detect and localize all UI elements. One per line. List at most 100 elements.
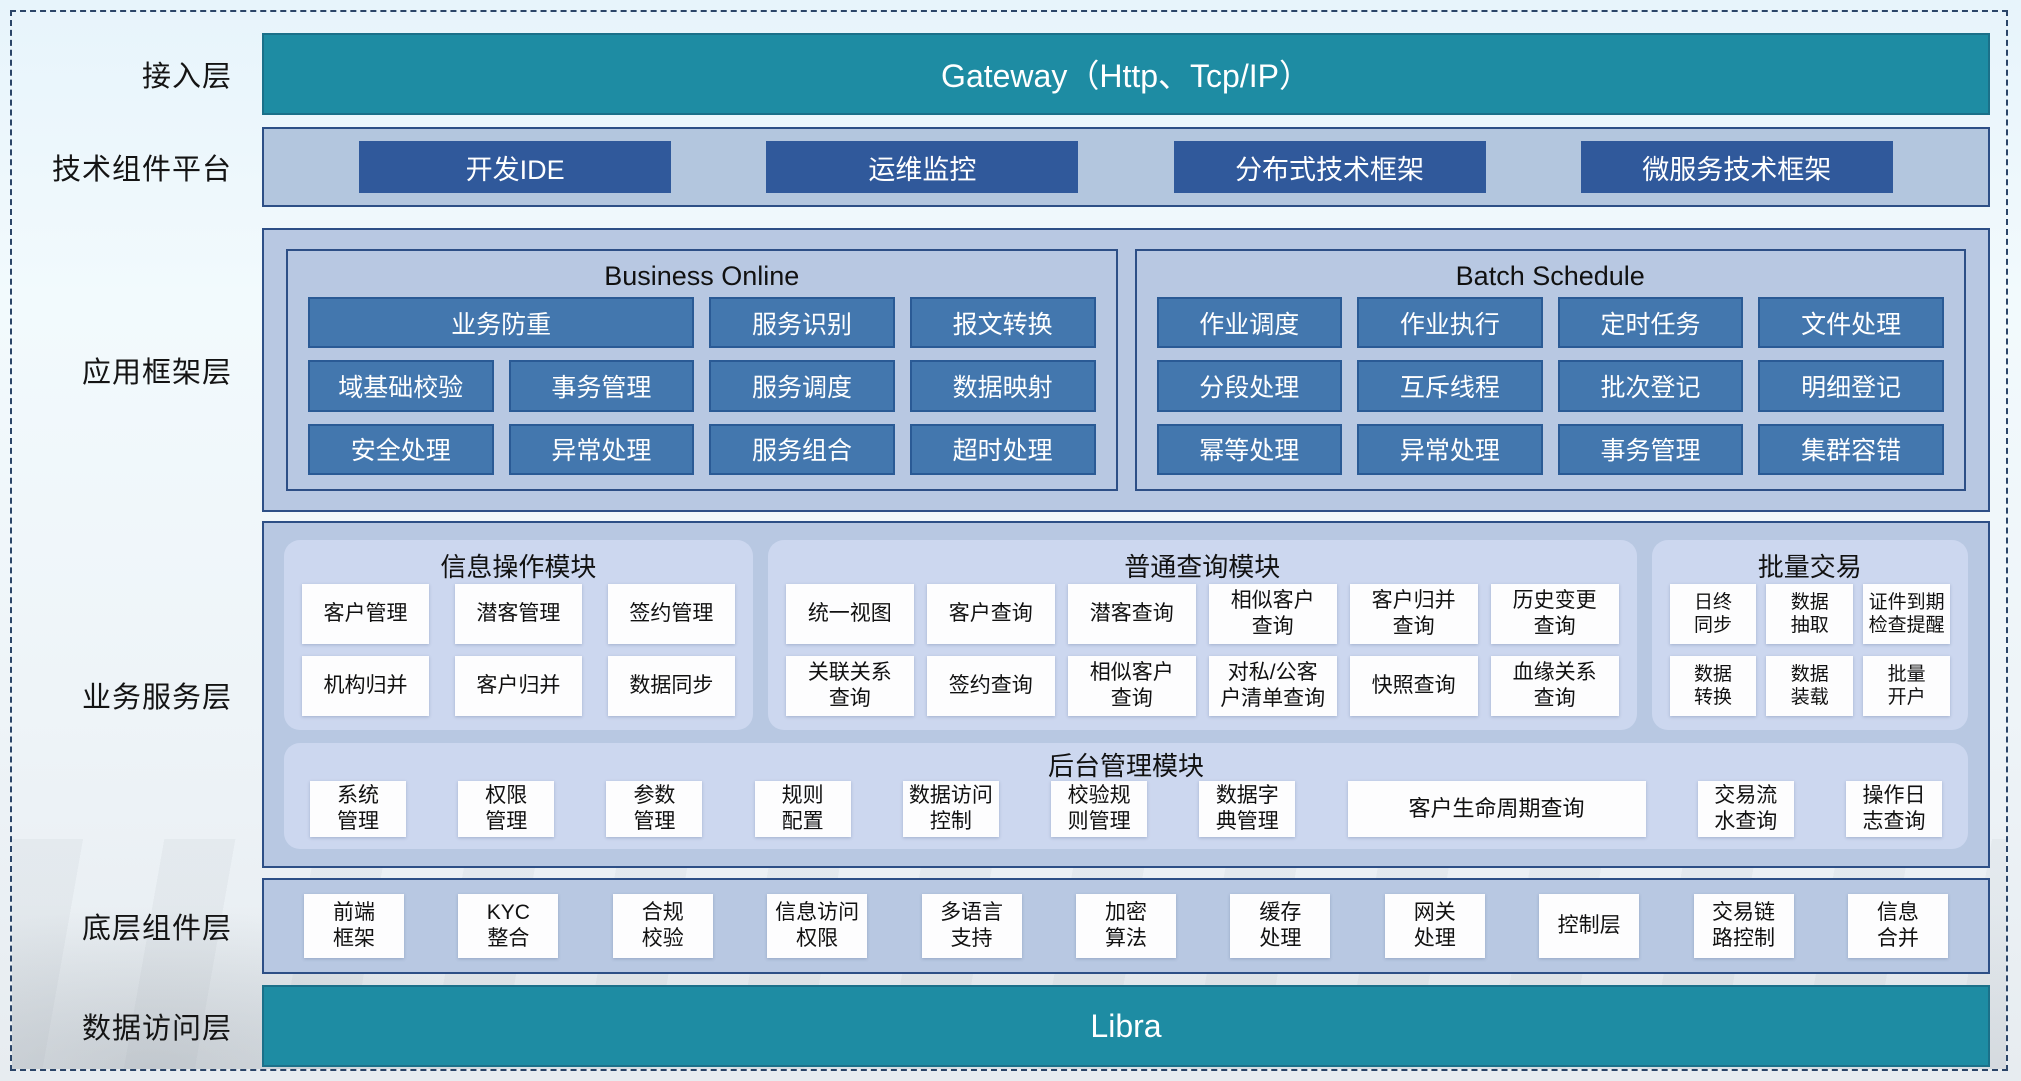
service-item: 批量 开户 (1863, 656, 1950, 716)
service-item: 对私/公客 户清单查询 (1208, 656, 1337, 716)
batch-trade-title: 批量交易 (1757, 551, 1862, 582)
service-item: 参数 管理 (606, 781, 703, 837)
service-item: 统一视图 (785, 584, 914, 644)
service-item: 权限 管理 (458, 781, 555, 837)
framework-item: 事务管理 (1557, 423, 1744, 475)
service-item: 潜客查询 (1067, 584, 1196, 644)
tech-platform-item: 运维监控 (766, 141, 1079, 193)
service-item: 数据 抽取 (1766, 584, 1854, 644)
base-component-item: 合规 校验 (612, 894, 713, 958)
layer-business-service: 业务服务层 信息操作模块 客户管理 潜客管理 签约管理 机构归并 客户归并 数据… (0, 521, 2021, 868)
tech-platform-item: 分布式技术框架 (1173, 141, 1486, 193)
framework-item: 定时任务 (1557, 297, 1744, 349)
base-component-item: 前端 框架 (304, 894, 404, 958)
service-item: 证件到期 检查提醒 (1863, 584, 1950, 644)
framework-item: 作业执行 (1357, 297, 1543, 349)
service-item: 数据 转换 (1669, 656, 1757, 716)
tech-platform-item: 开发IDE (359, 141, 672, 193)
framework-item: 域基础校验 (308, 360, 494, 412)
layer-access: 接入层 Gateway（Http、Tcp/IP） (0, 33, 2021, 115)
service-item: 血缘关系 查询 (1490, 656, 1619, 716)
framework-item: 幂等处理 (1156, 423, 1343, 475)
base-component-item: 信息 合并 (1847, 894, 1948, 958)
framework-item: 服务识别 (709, 297, 895, 349)
service-item: 签约查询 (926, 656, 1055, 716)
service-item: 交易流 水查询 (1697, 781, 1794, 837)
service-item: 潜客管理 (454, 584, 582, 644)
libra-bar: Libra (262, 985, 1990, 1067)
tech-platform-band: 开发IDE 运维监控 分布式技术框架 微服务技术框架 (262, 127, 1990, 207)
framework-item: 明细登记 (1758, 360, 1944, 412)
service-item: 签约管理 (607, 584, 735, 644)
admin-module: 后台管理模块 系统 管理 权限 管理 参数 管理 规则 配置 数据访问 控制 校… (284, 743, 1968, 849)
framework-item: 批次登记 (1557, 360, 1744, 412)
info-ops-grid: 客户管理 潜客管理 签约管理 机构归并 客户归并 数据同步 (302, 584, 735, 716)
framework-item: 作业调度 (1156, 297, 1343, 349)
admin-title: 后台管理模块 (1047, 750, 1204, 781)
batch-schedule-box: Batch Schedule 作业调度 作业执行 定时任务 文件处理 分段处理 … (1134, 249, 1966, 491)
framework-item: 异常处理 (1357, 423, 1543, 475)
layer-label-tech-platform: 技术组件平台 (51, 154, 232, 186)
service-item: 客户生命周期查询 (1347, 781, 1646, 837)
business-online-grid: 业务防重 服务识别 报文转换 域基础校验 事务管理 服务调度 数据映射 安全处理… (308, 297, 1096, 475)
service-top-row: 信息操作模块 客户管理 潜客管理 签约管理 机构归并 客户归并 数据同步 普通查… (284, 540, 1968, 730)
framework-item: 互斥线程 (1357, 360, 1543, 412)
service-item: 数据访问 控制 (902, 781, 999, 837)
batch-trade-module: 批量交易 日终 同步 数据 抽取 证件到期 检查提醒 数据 转换 数据 装载 批… (1651, 540, 1968, 730)
service-item: 客户归并 (454, 656, 582, 716)
business-online-box: Business Online 业务防重 服务识别 报文转换 域基础校验 事务管… (286, 249, 1118, 491)
gateway-label: Gateway（Http、Tcp/IP） (941, 58, 1311, 94)
general-query-module: 普通查询模块 统一视图 客户查询 潜客查询 相似客户 查询 客户归并 查询 历史… (767, 540, 1637, 730)
app-framework-container: Business Online 业务防重 服务识别 报文转换 域基础校验 事务管… (262, 228, 1990, 512)
framework-item: 业务防重 (308, 297, 695, 349)
base-components-band: 前端 框架 KYC 整合 合规 校验 信息访问 权限 多语言 支持 加密 算法 … (262, 878, 1990, 974)
framework-item: 事务管理 (508, 360, 695, 412)
info-ops-title: 信息操作模块 (440, 551, 597, 582)
service-item: 相似客户 查询 (1067, 656, 1196, 716)
base-component-item: 交易链 路控制 (1693, 894, 1794, 958)
base-component-item: 控制层 (1539, 894, 1640, 958)
framework-item: 服务组合 (709, 423, 895, 475)
layer-app-framework: 应用框架层 Business Online 业务防重 服务识别 报文转换 域基础… (0, 228, 2021, 512)
framework-item: 服务调度 (709, 360, 895, 412)
service-item: 校验规 则管理 (1051, 781, 1148, 837)
gateway-bar: Gateway（Http、Tcp/IP） (262, 33, 1990, 115)
base-component-item: 加密 算法 (1075, 894, 1176, 958)
layer-label-data-access: 数据访问层 (81, 1013, 232, 1045)
service-item: 相似客户 查询 (1208, 584, 1337, 644)
general-query-grid: 统一视图 客户查询 潜客查询 相似客户 查询 客户归并 查询 历史变更 查询 关… (785, 584, 1619, 716)
framework-item: 数据映射 (909, 360, 1096, 412)
service-item: 数据 装载 (1766, 656, 1854, 716)
service-item: 规则 配置 (754, 781, 851, 837)
framework-item: 分段处理 (1156, 360, 1343, 412)
base-component-item: 信息访问 权限 (767, 894, 868, 958)
service-item: 客户管理 (302, 584, 429, 644)
service-item: 客户归并 查询 (1349, 584, 1478, 644)
service-item: 数据同步 (607, 656, 735, 716)
framework-item: 异常处理 (508, 423, 695, 475)
framework-item: 集群容错 (1758, 423, 1944, 475)
info-ops-module: 信息操作模块 客户管理 潜客管理 签约管理 机构归并 客户归并 数据同步 (284, 540, 753, 730)
business-online-title: Business Online (604, 260, 800, 291)
batch-schedule-title: Batch Schedule (1455, 260, 1645, 291)
admin-grid: 系统 管理 权限 管理 参数 管理 规则 配置 数据访问 控制 校验规 则管理 … (310, 781, 1942, 837)
base-component-item: 缓存 处理 (1230, 894, 1331, 958)
service-item: 关联关系 查询 (785, 656, 914, 716)
framework-item: 超时处理 (909, 423, 1096, 475)
service-item: 机构归并 (302, 656, 429, 716)
framework-item: 安全处理 (308, 423, 494, 475)
layer-tech-platform: 技术组件平台 开发IDE 运维监控 分布式技术框架 微服务技术框架 (0, 127, 2021, 207)
service-item: 快照查询 (1349, 656, 1478, 716)
libra-label: Libra (1090, 1007, 1162, 1044)
batch-trade-grid: 日终 同步 数据 抽取 证件到期 检查提醒 数据 转换 数据 装载 批量 开户 (1669, 584, 1950, 716)
base-component-item: 多语言 支持 (921, 894, 1022, 958)
service-item: 客户查询 (926, 584, 1055, 644)
base-component-item: 网关 处理 (1384, 894, 1485, 958)
layer-base-components: 底层组件层 前端 框架 KYC 整合 合规 校验 信息访问 权限 多语言 支持 … (0, 878, 2021, 974)
batch-schedule-grid: 作业调度 作业执行 定时任务 文件处理 分段处理 互斥线程 批次登记 明细登记 … (1156, 297, 1944, 475)
service-item: 操作日 志查询 (1845, 781, 1942, 837)
service-item: 日终 同步 (1669, 584, 1757, 644)
service-item: 系统 管理 (310, 781, 406, 837)
framework-item: 报文转换 (909, 297, 1096, 349)
